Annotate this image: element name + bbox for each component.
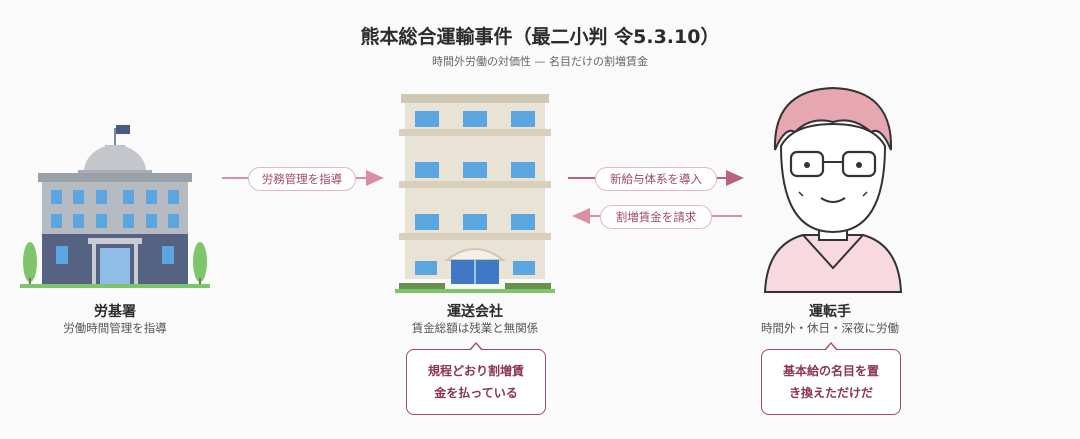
labor-office-desc: 労働時間管理を指導 (63, 321, 167, 335)
guidance-label: 労務管理を指導 (248, 167, 356, 191)
company-name: 運送会社 (447, 304, 503, 320)
company-claim-line1: 規程どおり割増賃 (427, 364, 524, 378)
page-title: 熊本総合運輸事件（最二小判 令5.3.10） (360, 26, 720, 48)
driver-claim-note: 基本給の名目を置 き換えただけだ (761, 342, 901, 415)
new-wage-system-label: 新給与体系を導入 (595, 167, 717, 191)
labor-office-building-icon (20, 125, 210, 288)
driver-claim-line1: 基本給の名目を置 (782, 364, 879, 378)
transport-company-building-icon (395, 94, 555, 293)
driver-claim-line2: き換えただけだ (788, 386, 873, 400)
driver-desc: 時間外・休日・深夜に労働 (761, 321, 899, 335)
overtime-claim-label: 割増賃金を請求 (600, 205, 712, 229)
company-claim-line2: 金を払っている (434, 386, 518, 400)
labor-office-name: 労基署 (94, 304, 136, 320)
company-claim-note: 規程どおり割増賃 金を払っている (406, 342, 546, 415)
driver-name: 運転手 (809, 304, 851, 320)
page-subtitle: 時間外労働の対価性 — 名目だけの割増賃金 (432, 55, 648, 68)
driver-avatar-icon (763, 86, 903, 293)
company-desc: 賃金総額は残業と無関係 (411, 321, 539, 335)
